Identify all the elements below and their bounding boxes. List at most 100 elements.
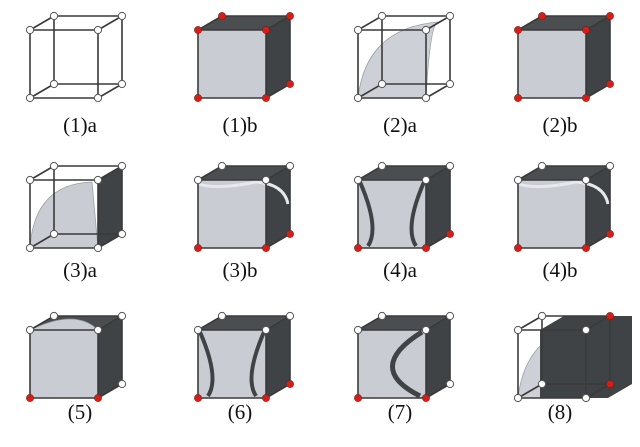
vertex-white-dot bbox=[537, 311, 547, 321]
vertex-red-dot bbox=[286, 230, 294, 238]
cube-drawing bbox=[25, 11, 127, 103]
vertex-red-dot bbox=[218, 12, 226, 20]
vertex-red-dot bbox=[538, 12, 546, 20]
cube-edge bbox=[97, 383, 123, 399]
vertex-red-dot bbox=[354, 244, 362, 252]
vertex-white-dot bbox=[25, 243, 35, 253]
cube-edge bbox=[425, 315, 451, 331]
cube-front-face bbox=[30, 330, 98, 398]
vertex-white-dot bbox=[217, 311, 227, 321]
vertex-red-dot bbox=[194, 94, 202, 102]
vertex-white-dot bbox=[261, 175, 271, 185]
cube-edge bbox=[197, 165, 223, 181]
case-caption: (2)a bbox=[383, 113, 417, 137]
vertex-white-dot bbox=[117, 79, 127, 89]
cube-case-8: (4)b bbox=[480, 150, 640, 297]
cube-drawing bbox=[194, 12, 294, 102]
vertex-white-dot bbox=[49, 79, 59, 89]
curved-cut bbox=[358, 181, 426, 248]
cube-edge bbox=[197, 15, 223, 31]
cube-case-2: (1)b bbox=[160, 0, 320, 147]
cube-case-7: (4)a bbox=[320, 150, 480, 297]
cube-edge bbox=[29, 315, 55, 331]
vertex-white-dot bbox=[285, 311, 295, 321]
vertex-red-dot bbox=[422, 244, 430, 252]
vertex-white-dot bbox=[353, 25, 363, 35]
vertex-red-dot bbox=[194, 244, 202, 252]
cube-drawing bbox=[193, 161, 295, 252]
cube-drawing bbox=[25, 311, 127, 402]
vertex-white-dot bbox=[25, 25, 35, 35]
vertex-white-dot bbox=[421, 93, 431, 103]
vertex-white-dot bbox=[377, 79, 387, 89]
vertex-white-dot bbox=[93, 325, 103, 335]
vertex-red-dot bbox=[606, 80, 614, 88]
dome-surface bbox=[357, 21, 439, 99]
vertex-white-dot bbox=[513, 175, 523, 185]
case-caption: (4)a bbox=[383, 258, 417, 282]
cube-edge bbox=[29, 83, 55, 99]
vertex-white-dot bbox=[25, 175, 35, 185]
cube-edge bbox=[29, 15, 55, 31]
vertex-white-dot bbox=[421, 175, 431, 185]
vertex-white-dot bbox=[513, 393, 523, 403]
cube-edge bbox=[585, 165, 611, 181]
vertex-white-dot bbox=[285, 161, 295, 171]
cube-edge bbox=[585, 233, 611, 249]
vertex-white-dot bbox=[581, 325, 591, 335]
cube-edge bbox=[357, 15, 383, 31]
vertex-white-dot bbox=[377, 11, 387, 21]
vertex-white-dot bbox=[537, 379, 547, 389]
cube-drawing bbox=[353, 311, 455, 402]
vertex-white-dot bbox=[49, 161, 59, 171]
vertex-white-dot bbox=[93, 243, 103, 253]
vertex-white-dot bbox=[93, 175, 103, 185]
vertex-white-dot bbox=[377, 161, 387, 171]
swirl-cut bbox=[390, 329, 424, 399]
vertex-red-dot bbox=[514, 244, 522, 252]
vertex-red-dot bbox=[262, 26, 270, 34]
cube-front-face bbox=[198, 180, 266, 248]
cube-edge bbox=[97, 315, 123, 331]
cube-edge bbox=[357, 315, 383, 331]
case-caption: (3)b bbox=[222, 258, 258, 282]
cube-edge bbox=[97, 15, 123, 31]
cube-case-1: (1)a bbox=[0, 0, 160, 147]
cube-edge bbox=[265, 315, 291, 331]
vertex-red-dot bbox=[26, 394, 34, 402]
case-caption: (8) bbox=[547, 400, 573, 424]
cube-right-face bbox=[266, 16, 290, 98]
cube-edge bbox=[97, 233, 123, 249]
vertex-white-dot bbox=[537, 161, 547, 171]
vertex-red-dot bbox=[262, 244, 270, 252]
vertex-red-dot bbox=[606, 312, 614, 320]
vertex-white-dot bbox=[193, 325, 203, 335]
vertex-red-dot bbox=[514, 94, 522, 102]
cube-case-12: (8) bbox=[480, 300, 640, 447]
vertex-red-dot bbox=[262, 394, 270, 402]
saddle-curve bbox=[517, 180, 610, 205]
vertex-red-dot bbox=[606, 12, 614, 20]
vertex-white-dot bbox=[25, 325, 35, 335]
cube-edge bbox=[517, 15, 543, 31]
vertex-white-dot bbox=[421, 25, 431, 35]
cube-edge bbox=[585, 15, 611, 31]
vertex-red-dot bbox=[582, 26, 590, 34]
cube-edge bbox=[265, 15, 291, 31]
vertex-white-dot bbox=[49, 229, 59, 239]
cube-edge bbox=[425, 165, 451, 181]
cube-drawing bbox=[353, 161, 455, 252]
cube-edge bbox=[197, 315, 223, 331]
cube-case-4: (2)b bbox=[480, 0, 640, 147]
cube-edge bbox=[425, 15, 451, 31]
case-caption: (1)a bbox=[63, 113, 97, 137]
vertex-white-dot bbox=[261, 325, 271, 335]
vertex-white-dot bbox=[421, 325, 431, 335]
cube-front-face bbox=[198, 30, 266, 98]
cube-right-face bbox=[426, 316, 450, 398]
vertex-white-dot bbox=[117, 11, 127, 21]
cube-front-face bbox=[198, 330, 266, 398]
vertex-red-dot bbox=[446, 230, 454, 238]
vertex-red-dot bbox=[606, 380, 614, 388]
vertex-red-dot bbox=[286, 80, 294, 88]
